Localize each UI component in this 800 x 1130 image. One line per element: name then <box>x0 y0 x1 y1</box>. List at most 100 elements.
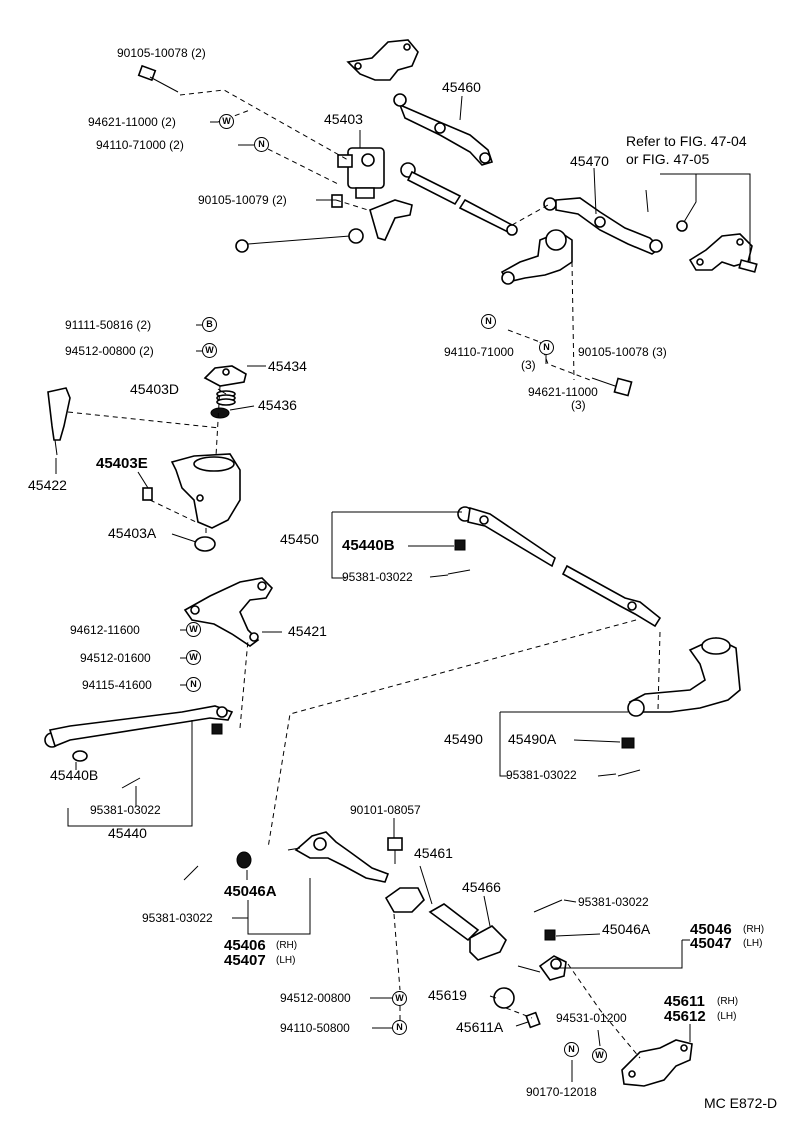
label-95381-03022-d: 95381-03022 <box>578 895 649 909</box>
steering-gear-45403 <box>337 147 385 199</box>
label-45434: 45434 <box>268 358 307 374</box>
label-45461: 45461 <box>414 845 453 861</box>
label-94512-00800: 94512-00800 <box>280 991 351 1005</box>
label-45470: 45470 <box>570 153 609 169</box>
washer-icon: W <box>186 622 201 637</box>
label-45436: 45436 <box>258 397 297 413</box>
relay-rod-45470 <box>543 197 663 255</box>
label-45046A-right: 45046A <box>602 921 651 937</box>
label-94115-41600: 94115-41600 <box>82 678 152 692</box>
label-94512-01600: 94512-01600 <box>80 651 151 665</box>
label-45440B-top: 45440B <box>342 537 395 554</box>
label-45046: 45046 <box>690 921 732 938</box>
label-45046A-left: 45046A <box>224 883 277 900</box>
sleeve-45461 <box>428 903 480 942</box>
spring-45403D <box>216 390 236 406</box>
nut-icon: N <box>186 677 201 692</box>
washer-icon: W <box>219 114 234 129</box>
seat-45436 <box>210 407 230 419</box>
knuckle-arm-45611 <box>621 1039 693 1087</box>
pin-45422 <box>47 387 71 456</box>
tie-rod-45450 <box>447 506 662 628</box>
footer-code: MC E872-D <box>704 1095 778 1111</box>
label-45619: 45619 <box>428 987 467 1003</box>
label-45403E: 45403E <box>96 455 148 472</box>
bolt-icon: B <box>202 317 217 332</box>
label-45440B-left: 45440B <box>50 767 99 783</box>
bracket-45421 <box>183 577 274 647</box>
center-link <box>400 162 518 236</box>
washer-icon: W <box>202 343 217 358</box>
nut-icon: N <box>392 1020 407 1035</box>
label-refer-2: or FIG. 47-05 <box>626 151 710 167</box>
pitman-arm <box>369 199 413 241</box>
washer-icon: W <box>392 991 407 1006</box>
tie-rod-end-45046 <box>517 899 567 981</box>
ring-45403A <box>194 536 216 552</box>
label-45450: 45450 <box>280 531 319 547</box>
label-45612: 45612 <box>664 1008 706 1025</box>
idler-arm <box>500 229 573 285</box>
label-45440: 45440 <box>108 825 147 841</box>
bolt-90105-10078 <box>137 64 179 93</box>
label-refer-1: Refer to FIG. 47-04 <box>626 133 747 149</box>
label-90170-12018: 90170-12018 <box>526 1085 597 1099</box>
idler-arm-45490 <box>617 637 741 777</box>
leader-lines <box>55 95 751 1082</box>
tie-rod-45440 <box>44 705 234 789</box>
tie-rod-top-left <box>235 228 364 253</box>
label-95381-03022-e: 95381-03022 <box>142 911 213 925</box>
label-90105-10079-2: 90105-10079 (2) <box>198 193 287 207</box>
label-94531-01200: 94531-01200 <box>556 1011 627 1025</box>
label-94621-11000: 94621-11000 <box>528 385 598 399</box>
label-45406: 45406 <box>224 937 266 954</box>
label-90105-10078-2: 90105-10078 (2) <box>117 46 206 60</box>
label-94612-11600: 94612-11600 <box>70 623 140 637</box>
label-45403: 45403 <box>324 111 363 127</box>
label-94110-50800: 94110-50800 <box>280 1021 350 1035</box>
label-45047: 45047 <box>690 935 732 952</box>
label-45611A: 45611A <box>456 1019 504 1035</box>
label-94110-71000-2: 94110-71000 (2) <box>96 138 184 152</box>
label-95381-03022-a: 95381-03022 <box>342 570 413 584</box>
label-94621-11000-2: 94621-11000 (2) <box>88 115 176 129</box>
label-45407: 45407 <box>224 952 266 969</box>
label-45611: 45611 <box>664 993 705 1010</box>
nut-icon: N <box>539 340 554 355</box>
label-90101-08057: 90101-08057 <box>350 803 421 817</box>
bracket-top <box>346 39 419 81</box>
label-94110-71000: 94110-71000 <box>444 345 514 359</box>
label-45612-side: (LH) <box>717 1011 737 1022</box>
label-94621-11000-qty: (3) <box>571 398 586 412</box>
idler-housing <box>170 453 241 529</box>
washer-icon: W <box>186 650 201 665</box>
label-91111-50816-2: 91111-50816 (2) <box>65 318 152 332</box>
label-45422: 45422 <box>28 477 67 493</box>
label-45460: 45460 <box>442 79 481 95</box>
bushing-45619 <box>493 987 515 1009</box>
label-45466: 45466 <box>462 879 501 895</box>
label-95381-03022-b: 95381-03022 <box>506 768 577 782</box>
label-45403D: 45403D <box>130 381 180 397</box>
label-45047-side: (LH) <box>743 938 763 949</box>
label-94110-71000-qty: (3) <box>521 358 536 372</box>
washer-icon: W <box>592 1048 607 1063</box>
label-45490A: 45490A <box>508 731 557 747</box>
nut-icon: N <box>564 1042 579 1057</box>
label-90105-10078-3: 90105-10078 (3) <box>578 345 667 359</box>
relay-rod-45460 <box>393 93 494 166</box>
label-45611-side: (RH) <box>717 996 739 1007</box>
nut-icon: N <box>481 314 496 329</box>
bolt-90101-08057 <box>387 837 403 864</box>
label-45407-side: (LH) <box>276 955 296 966</box>
label-45406-side: (RH) <box>276 940 298 951</box>
label-45421: 45421 <box>288 623 327 639</box>
label-45490: 45490 <box>444 731 483 747</box>
nut-icon: N <box>254 137 269 152</box>
dashed-connectors <box>67 89 661 1059</box>
label-95381-03022-c: 95381-03022 <box>90 803 161 817</box>
label-45046-side: (RH) <box>743 924 765 935</box>
bolt-90105-10078-3 <box>591 377 633 397</box>
